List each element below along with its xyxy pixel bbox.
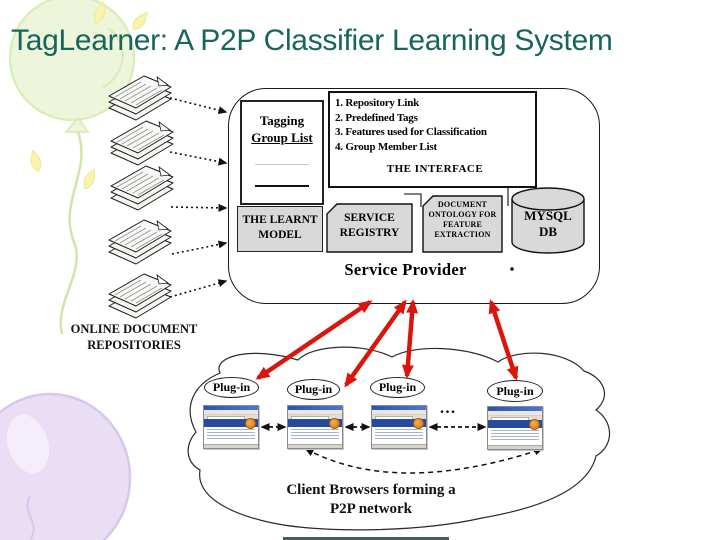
list-rule-dark xyxy=(255,185,309,187)
firefox-logo-icon xyxy=(245,418,256,429)
purple-balloon-icon xyxy=(0,392,132,540)
plugin-oval-1: Plug-in xyxy=(204,377,259,398)
learnt-model-box: THE LEARNT MODEL xyxy=(237,206,323,252)
browser-header xyxy=(488,419,542,430)
service-provider-label: Service Provider xyxy=(344,260,467,279)
service-registry-label: SERVICE REGISTRY xyxy=(339,212,400,239)
browser-window-1 xyxy=(203,405,259,449)
plugin-oval-3: Plug-in xyxy=(370,377,425,398)
interface-item-2: 2. Predefined Tags xyxy=(335,111,418,124)
interface-item-1: 1. Repository Link xyxy=(335,97,420,109)
firefox-logo-icon xyxy=(329,418,340,429)
document-stack-2 xyxy=(110,120,174,166)
interface-label: THE INTERFACE xyxy=(386,163,484,175)
plugin-oval-4: Plug-in xyxy=(487,380,543,402)
interface-box: 1. Repository Link 2. Predefined Tags 3.… xyxy=(328,91,537,188)
browser-window-2 xyxy=(287,405,343,449)
mysql-db-label: MYSQL DB xyxy=(524,208,572,239)
browser-content xyxy=(372,427,426,444)
provider-to-plugin-arrows xyxy=(255,299,519,388)
firefox-logo-icon xyxy=(529,419,540,430)
browser-statusbar xyxy=(488,445,542,449)
browser-content xyxy=(204,427,258,444)
slide-title: TagLearner: A P2P Classifier Learning Sy… xyxy=(11,24,613,57)
tagging-line: Tagging xyxy=(259,113,305,128)
browser-content xyxy=(488,428,542,445)
document-ontology-label: DOCUMENT ONTOLOGY FOR FEATURE EXTRACTION xyxy=(428,200,497,239)
list-rule-light xyxy=(255,164,309,165)
browser-header xyxy=(372,418,426,429)
browser-window-4 xyxy=(487,406,543,450)
firefox-logo-icon xyxy=(413,418,424,429)
tagging-group-list-box: Tagging Group List xyxy=(240,100,324,205)
ellipsis: ... xyxy=(440,400,457,417)
browser-header xyxy=(288,418,342,429)
document-stack-5 xyxy=(108,273,172,319)
cloud-caption: Client Browsers forming a P2P network xyxy=(286,482,456,517)
interface-item-4: 4. Group Member List xyxy=(335,140,437,153)
interface-item-3: 3. Features used for Classification xyxy=(335,126,487,138)
document-stack-3 xyxy=(110,165,174,211)
browser-statusbar xyxy=(372,444,426,448)
browser-statusbar xyxy=(288,444,342,448)
repositories-label: ONLINE DOCUMENT REPOSITORIES xyxy=(70,322,198,352)
browser-header xyxy=(204,418,258,429)
yellow-sparkles xyxy=(30,1,149,522)
footer-bar xyxy=(283,537,449,540)
purple-balloon-highlight xyxy=(6,414,50,474)
browser-content xyxy=(288,427,342,444)
purple-string xyxy=(26,495,35,540)
browser-statusbar xyxy=(204,444,258,448)
balloon-knot xyxy=(63,116,90,133)
balloon-string xyxy=(59,131,83,335)
repository-arrows xyxy=(169,97,228,298)
browser-window-3 xyxy=(371,405,427,449)
document-stack-4 xyxy=(108,219,172,265)
document-stack-1 xyxy=(108,75,172,121)
group-list-line: Group List xyxy=(251,130,313,145)
plugin-oval-2: Plug-in xyxy=(287,379,340,400)
green-balloon-icon xyxy=(8,0,136,122)
